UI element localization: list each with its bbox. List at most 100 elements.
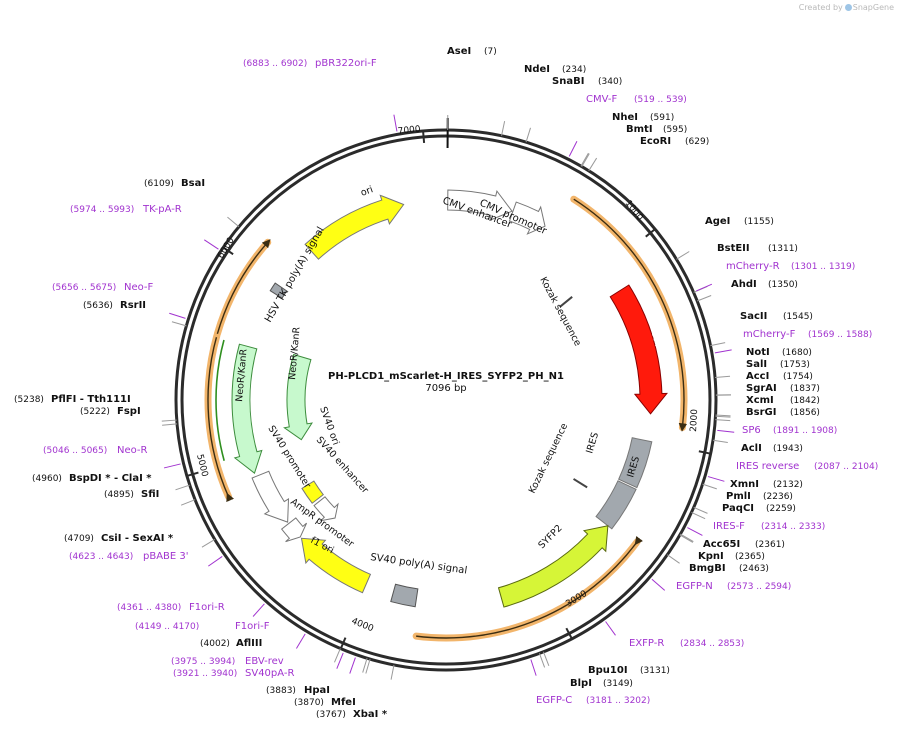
enzyme-label[interactable]: SalI(1753) <box>746 359 810 370</box>
enzyme-label[interactable]: AgeI(1155) <box>705 216 774 227</box>
svg-text:MfeI: MfeI <box>331 697 356 708</box>
primer-label[interactable]: Neo-R(5046 .. 5065) <box>43 445 148 456</box>
primer-label[interactable]: mCherry-R(1301 .. 1319) <box>726 261 855 272</box>
orf-neokan <box>207 335 235 503</box>
enzyme-label[interactable]: KpnI(2365) <box>698 551 765 562</box>
enzyme-label[interactable]: BmgBI(2463) <box>689 563 769 574</box>
primer-label[interactable]: pBABE 3'(4623 .. 4643) <box>69 551 189 562</box>
enzyme-site-line <box>365 658 371 674</box>
enzyme-site-line <box>715 414 731 417</box>
enzyme-label[interactable]: MfeI(3870) <box>294 697 356 708</box>
svg-text:mCherry-F: mCherry-F <box>743 329 796 340</box>
tick-label-6000: 6000 <box>216 236 237 261</box>
enzyme-label[interactable]: AhdI(1350) <box>731 279 798 290</box>
primer-label[interactable]: EGFP-C(3181 .. 3202) <box>536 695 650 706</box>
svg-text:SP6: SP6 <box>742 425 761 436</box>
enzyme-label[interactable]: PmlI(2236) <box>726 491 793 502</box>
enzyme-label[interactable]: BsrGI(1856) <box>746 407 820 418</box>
enzyme-label[interactable]: BsaI(6109) <box>144 178 205 189</box>
enzyme-site-line <box>175 484 190 491</box>
svg-text:(629): (629) <box>685 137 709 147</box>
orf-arcs <box>204 195 688 642</box>
svg-text:SnaBI: SnaBI <box>552 76 584 87</box>
primer-label[interactable]: SV40pA-R(3921 .. 3940) <box>173 668 294 679</box>
enzyme-site-line <box>710 342 726 347</box>
svg-text:XcmI: XcmI <box>746 395 774 406</box>
enzyme-label[interactable]: NheI(591) <box>612 112 674 123</box>
enzyme-label[interactable]: BstEII(1311) <box>717 243 798 254</box>
feature-arrows <box>231 189 668 608</box>
primer-label[interactable]: F1ori-R(4361 .. 4380) <box>117 602 225 613</box>
primer-label[interactable]: SP6(1891 .. 1908) <box>742 425 837 436</box>
enzyme-label[interactable]: BlpI(3149) <box>570 678 633 689</box>
svg-text:EXFP-R: EXFP-R <box>629 638 664 649</box>
enzyme-site-line <box>581 153 590 167</box>
svg-text:(1311): (1311) <box>768 244 798 254</box>
svg-text:NheI: NheI <box>612 112 638 123</box>
tick-label-2000: 2000 <box>689 408 700 432</box>
primer-label[interactable]: EXFP-R(2834 .. 2853) <box>629 638 744 649</box>
primer-labels: pBR322ori-F(6883 .. 6902) CMV-F(519 .. 5… <box>43 58 878 706</box>
feature-ires-1 <box>618 437 653 489</box>
svg-text:EGFP-N: EGFP-N <box>676 581 713 592</box>
primer-site-line <box>714 349 732 354</box>
primer-label[interactable]: mCherry-F (1569 .. 1588) <box>743 329 872 340</box>
enzyme-label[interactable]: Acc65I(2361) <box>703 539 785 550</box>
svg-text:(3883): (3883) <box>266 686 296 696</box>
feature-mscarlet <box>609 284 668 415</box>
enzyme-site-line <box>715 419 731 422</box>
primer-label[interactable]: EGFP-N(2573 .. 2594) <box>676 581 791 592</box>
tick-mark <box>645 228 656 238</box>
primer-label[interactable]: pBR322ori-F(6883 .. 6902) <box>243 58 377 69</box>
enzyme-label[interactable]: XmnI(2132) <box>730 479 803 490</box>
enzyme-site-line <box>390 664 395 680</box>
enzyme-label[interactable]: BspDI * - ClaI *(4960) <box>32 473 152 484</box>
svg-text:(234): (234) <box>562 65 586 75</box>
primer-label[interactable]: EBV-rev(3975 .. 3994) <box>171 656 284 667</box>
label-sv40-polya: SV40 poly(A) signal <box>370 552 468 576</box>
enzyme-label[interactable]: PaqCI(2259) <box>722 503 796 514</box>
svg-text:KpnI: KpnI <box>698 551 724 562</box>
plasmid-size: 7096 bp <box>425 383 466 394</box>
enzyme-label[interactable]: AflIII(4002) <box>200 638 262 649</box>
tick-label-5000: 5000 <box>194 453 209 478</box>
enzyme-label[interactable]: SnaBI(340) <box>552 76 622 87</box>
primer-label[interactable]: TK-pA-R(5974 .. 5993) <box>70 204 182 215</box>
svg-text:(6883 .. 6902): (6883 .. 6902) <box>243 59 307 69</box>
enzyme-label[interactable]: XcmI(1842) <box>746 395 820 406</box>
enzyme-label[interactable]: SgrAI(1837) <box>746 383 820 394</box>
enzyme-label[interactable]: BmtI(595) <box>626 124 687 135</box>
enzyme-label[interactable]: XbaI *(3767) <box>316 709 388 720</box>
primer-label[interactable]: Neo-F(5656 .. 5675) <box>52 282 154 293</box>
enzyme-label[interactable]: EcoRI(629) <box>640 136 709 147</box>
primer-label[interactable]: IRES reverse(2087 .. 2104) <box>736 461 878 472</box>
enzyme-site-line <box>162 423 178 426</box>
enzyme-label[interactable]: Bpu10I(3131) <box>588 665 670 676</box>
enzyme-label[interactable]: RsrII(5636) <box>83 300 146 311</box>
enzyme-label[interactable]: SfiI(4895) <box>104 489 159 500</box>
enzyme-label[interactable]: AseI(7) <box>447 46 497 57</box>
enzyme-label[interactable]: HpaI(3883) <box>266 685 330 696</box>
svg-text:(2132): (2132) <box>773 480 803 490</box>
feature-hsv-tk <box>269 282 288 299</box>
tick-mark <box>339 637 347 650</box>
svg-text:SalI: SalI <box>746 359 767 370</box>
enzyme-site-line <box>201 539 216 548</box>
enzyme-site-line <box>227 216 240 228</box>
enzyme-label[interactable]: SacII(1545) <box>740 311 813 322</box>
primer-label[interactable]: F1ori-F(4149 .. 4170) <box>135 621 270 632</box>
svg-text:EBV-rev: EBV-rev <box>245 656 284 667</box>
primer-label[interactable]: CMV-F(519 .. 539) <box>586 94 687 105</box>
svg-text:(1569 .. 1588): (1569 .. 1588) <box>808 330 872 340</box>
svg-text:(1837): (1837) <box>790 384 820 394</box>
svg-text:(7): (7) <box>484 47 497 57</box>
primer-label[interactable]: IRES-F(2314 .. 2333) <box>713 521 825 532</box>
enzyme-label[interactable]: AclI(1943) <box>741 443 803 454</box>
enzyme-label[interactable]: FspI(5222) <box>80 406 141 417</box>
enzyme-label[interactable]: PflFI - Tth111I(5238) <box>14 394 131 405</box>
enzyme-label[interactable]: NdeI(234) <box>524 64 586 75</box>
enzyme-label[interactable]: CsiI - SexAI *(4709) <box>64 533 174 544</box>
enzyme-label[interactable]: NotI(1680) <box>746 347 812 358</box>
feature-cmv-enhancer <box>447 189 513 222</box>
enzyme-label[interactable]: AccI(1754) <box>746 371 813 382</box>
